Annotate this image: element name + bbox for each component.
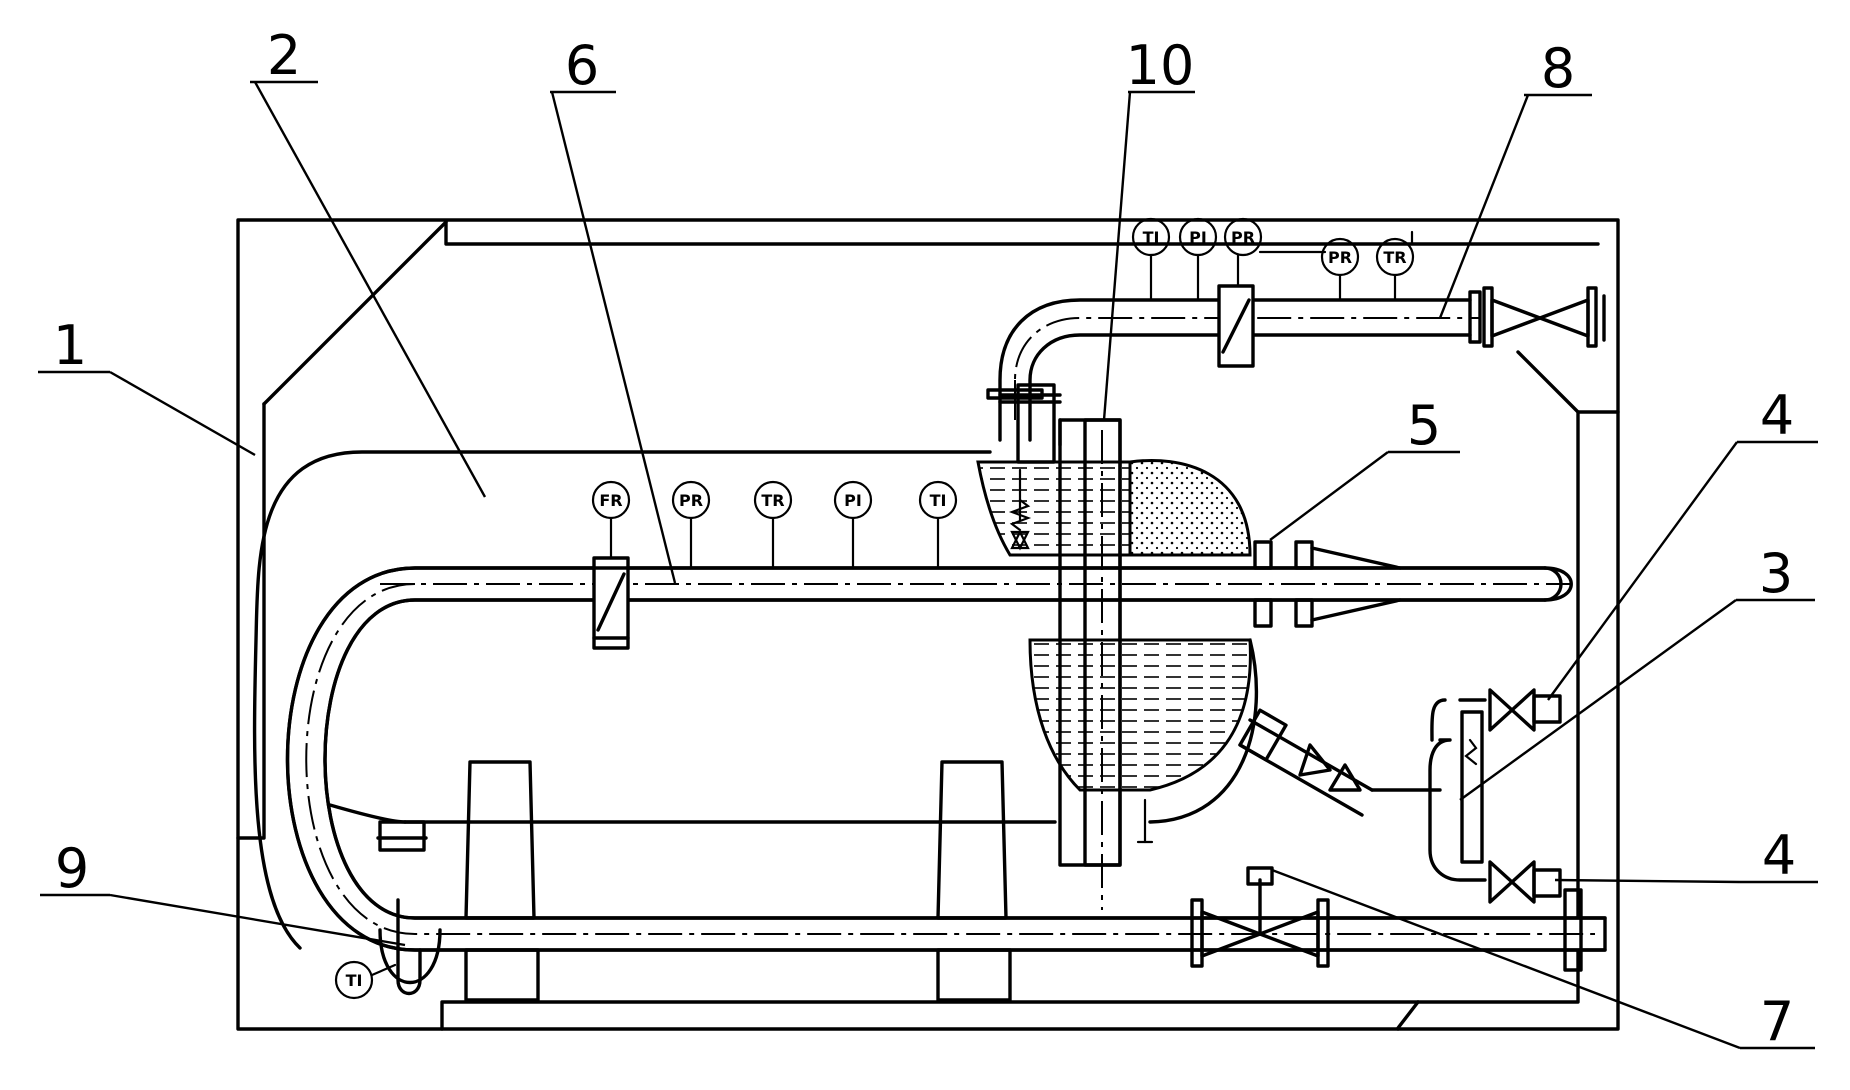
instrument-pr-top: PR <box>1223 217 1263 257</box>
callout-leaders <box>38 80 1818 1050</box>
callout-4-top: 4 <box>1760 384 1794 447</box>
bottom-valve <box>1190 866 1583 972</box>
fr-main-label: FR <box>599 491 622 510</box>
callout-5: 5 <box>1407 394 1441 457</box>
vessel-outline <box>252 450 1057 950</box>
pipe-supports <box>376 760 1012 1002</box>
instrument-ti-bottom: TI <box>334 960 374 1000</box>
main-u-pipe <box>285 566 1607 952</box>
instrument-ti-top: TI <box>1131 217 1171 257</box>
pi-top-label: PI <box>1189 228 1207 247</box>
instrument-tr-top: TR <box>1375 237 1415 277</box>
thermowell <box>378 898 442 996</box>
ti-top-label: TI <box>1143 228 1160 247</box>
pr-main-label: PR <box>679 491 703 510</box>
pr-top-label: PR <box>1231 228 1255 247</box>
callout-2: 2 <box>267 24 301 87</box>
main-flow-meter <box>592 556 630 650</box>
instrument-pi-main: PI <box>833 480 873 520</box>
callout-8: 8 <box>1541 37 1575 100</box>
reactor-body <box>976 383 1259 910</box>
instrument-tr-main: TR <box>753 480 793 520</box>
tr-top-label: TR <box>1383 248 1406 267</box>
callout-3: 3 <box>1759 542 1793 605</box>
side-loop-pipe <box>1238 688 1562 904</box>
ti-bottom-label: TI <box>346 971 363 990</box>
housing-frame <box>236 218 1620 1031</box>
instrument-pr-main: PR <box>671 480 711 520</box>
callout-9: 9 <box>55 837 89 900</box>
instrument-ti-main: TI <box>918 480 958 520</box>
nozzle-connector <box>1253 540 1402 628</box>
callout-10: 10 <box>1126 34 1195 97</box>
instrument-pi-top: PI <box>1178 217 1218 257</box>
pi-main-label: PI <box>844 491 862 510</box>
ti-main-label: TI <box>930 491 947 510</box>
instrument-lines <box>370 230 1414 977</box>
instrument-pr-top2: PR <box>1320 237 1360 277</box>
callout-1: 1 <box>53 314 87 377</box>
top-outlet-pipe <box>986 284 1606 442</box>
tr-main-label: TR <box>761 491 784 510</box>
callout-7: 7 <box>1760 990 1794 1053</box>
instrument-fr-main: FR <box>591 480 631 520</box>
callout-6: 6 <box>565 34 599 97</box>
callout-4-bottom: 4 <box>1762 824 1796 887</box>
pr-top2-label: PR <box>1328 248 1352 267</box>
